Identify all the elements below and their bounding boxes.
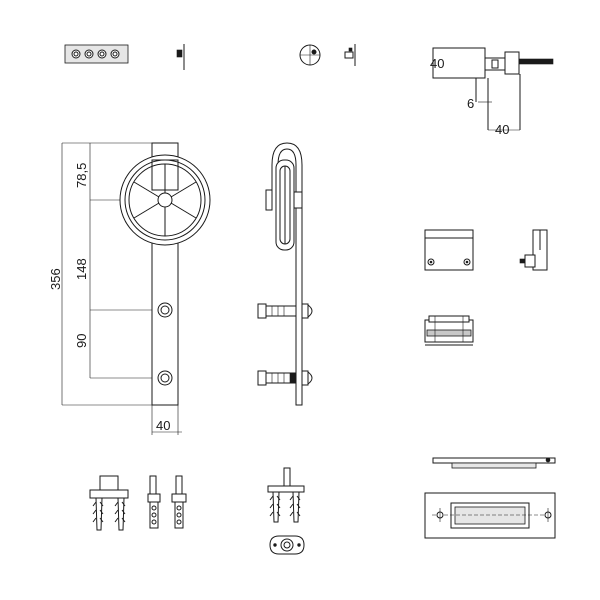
bracket-gap-label: 6 [467, 96, 474, 111]
round-stopper-front [299, 44, 321, 66]
flush-pull-front [424, 492, 556, 539]
hanger-front-view: 356 78,5 148 90 40 [48, 142, 211, 435]
floor-guide-base [269, 535, 305, 555]
screw-anchor-left [147, 475, 161, 529]
top-offset-label: 78,5 [74, 163, 89, 188]
floor-guide-with-anchors [89, 475, 129, 531]
spacer-block [424, 229, 474, 271]
bottom-span-label: 90 [74, 334, 89, 348]
anti-jump-bracket [519, 229, 548, 271]
stopper-side [344, 44, 356, 66]
plate-width-label: 40 [156, 418, 170, 433]
floor-guide-screws [267, 467, 305, 523]
total-height-label: 356 [48, 268, 63, 290]
bracket-width-label: 40 [495, 122, 509, 137]
hanger-side-view [257, 142, 313, 406]
mid-span-label: 148 [74, 258, 89, 280]
flush-pull-side [432, 457, 556, 469]
screw-anchor-right [171, 475, 187, 529]
spacer-plate-with-holes [64, 44, 129, 64]
floor-guide [424, 315, 474, 346]
small-stopper-side [176, 44, 185, 70]
wall-bracket-assembly: 40 6 40 [430, 47, 554, 137]
bracket-height-label: 40 [430, 56, 444, 71]
